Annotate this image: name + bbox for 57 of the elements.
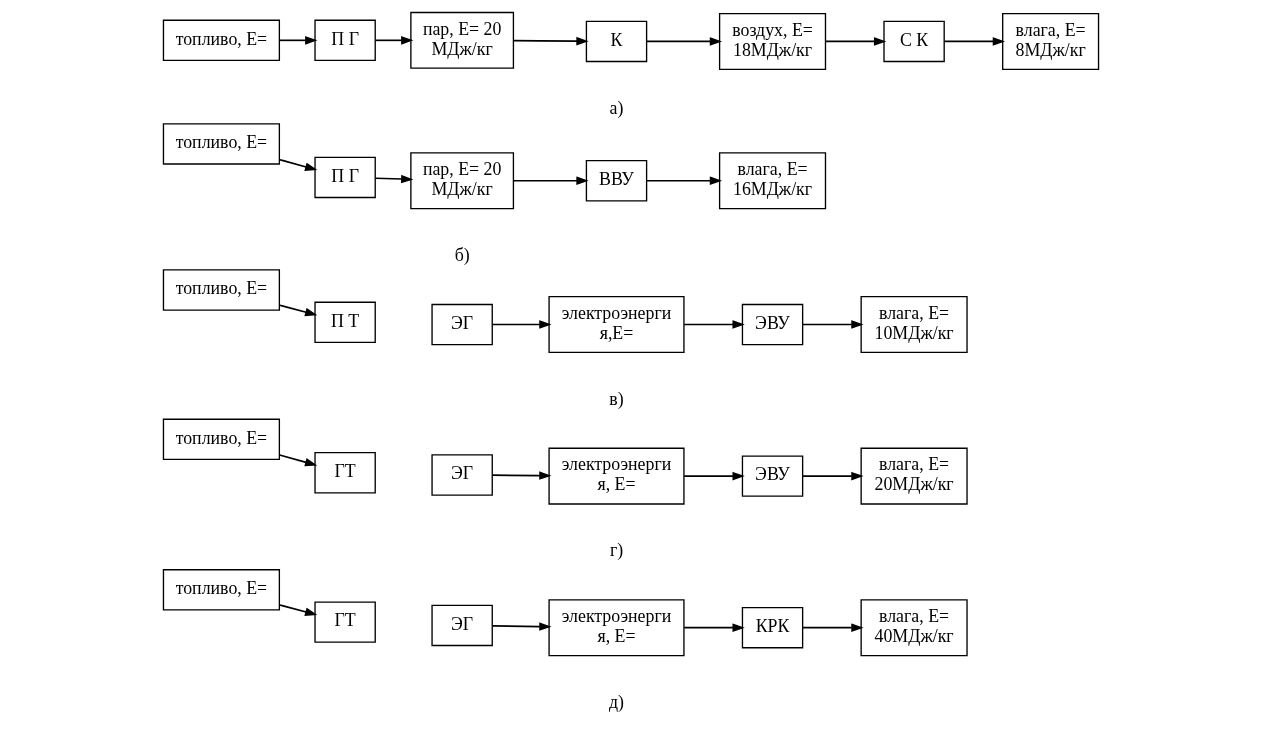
node-box: ЭВУ — [741, 455, 804, 497]
label: в) — [609, 388, 624, 409]
node-box: П Г — [314, 19, 376, 62]
node-box: пар, E= 20 МДж/кг — [410, 152, 515, 210]
arrow — [491, 622, 552, 631]
node-box: топливо, E= — [162, 269, 281, 311]
arrow — [374, 174, 414, 184]
node-box: КРК — [741, 606, 804, 649]
node-box: ЭГ — [431, 303, 493, 346]
label: а) — [609, 97, 624, 118]
node-box: П Т — [314, 301, 376, 344]
arrow — [943, 37, 1005, 46]
arrow — [374, 36, 414, 45]
arrow — [278, 158, 318, 171]
arrow — [683, 623, 745, 632]
node-box: ВВУ — [585, 160, 648, 202]
node-box: П Г — [314, 156, 376, 199]
node-box: влага, E= 20МДж/кг — [860, 447, 968, 505]
arrow — [802, 623, 864, 632]
node-box: ГТ — [314, 452, 376, 494]
node-box: влага, E= 40МДж/кг — [860, 599, 968, 657]
label: д) — [609, 691, 625, 712]
node-box: влага, E= 8МДж/кг — [1002, 12, 1100, 70]
node-box: топливо, E= — [162, 123, 281, 165]
arrow — [491, 471, 552, 480]
arrow — [491, 320, 552, 329]
node-box: ЭГ — [431, 604, 493, 647]
arrow — [683, 320, 745, 329]
arrow — [512, 176, 589, 186]
node-box: влага, E= 10МДж/кг — [860, 296, 968, 354]
node-box: К — [585, 20, 648, 63]
arrow — [278, 304, 318, 317]
node-box: С К — [883, 20, 945, 63]
arrow — [278, 36, 318, 45]
node-box: электроэнерги я, E= — [548, 599, 685, 657]
label: б) — [454, 244, 470, 265]
arrow — [278, 604, 318, 616]
node-box: топливо, E= — [162, 19, 281, 62]
node-box: электроэнерги я, E= — [548, 447, 685, 505]
arrow — [512, 36, 589, 46]
arrow — [683, 471, 745, 481]
node-box: ГТ — [314, 601, 376, 643]
node-box: влага, E= 16МДж/кг — [718, 152, 827, 210]
arrow — [824, 37, 887, 46]
arrow — [278, 454, 318, 467]
arrow — [646, 37, 723, 46]
node-box: электроэнерги я,E= — [548, 296, 685, 354]
node-box: воздух, E= 18МДж/кг — [718, 12, 827, 70]
node-box: ЭВУ — [741, 303, 804, 346]
node-box: ЭГ — [431, 454, 493, 496]
arrow — [802, 320, 864, 329]
node-box: топливо, E= — [162, 569, 281, 611]
arrow — [646, 176, 723, 186]
label: г) — [609, 540, 624, 561]
node-box: топливо, E= — [162, 418, 281, 461]
arrow — [802, 471, 864, 481]
node-box: пар, E= 20 МДж/кг — [410, 11, 515, 69]
